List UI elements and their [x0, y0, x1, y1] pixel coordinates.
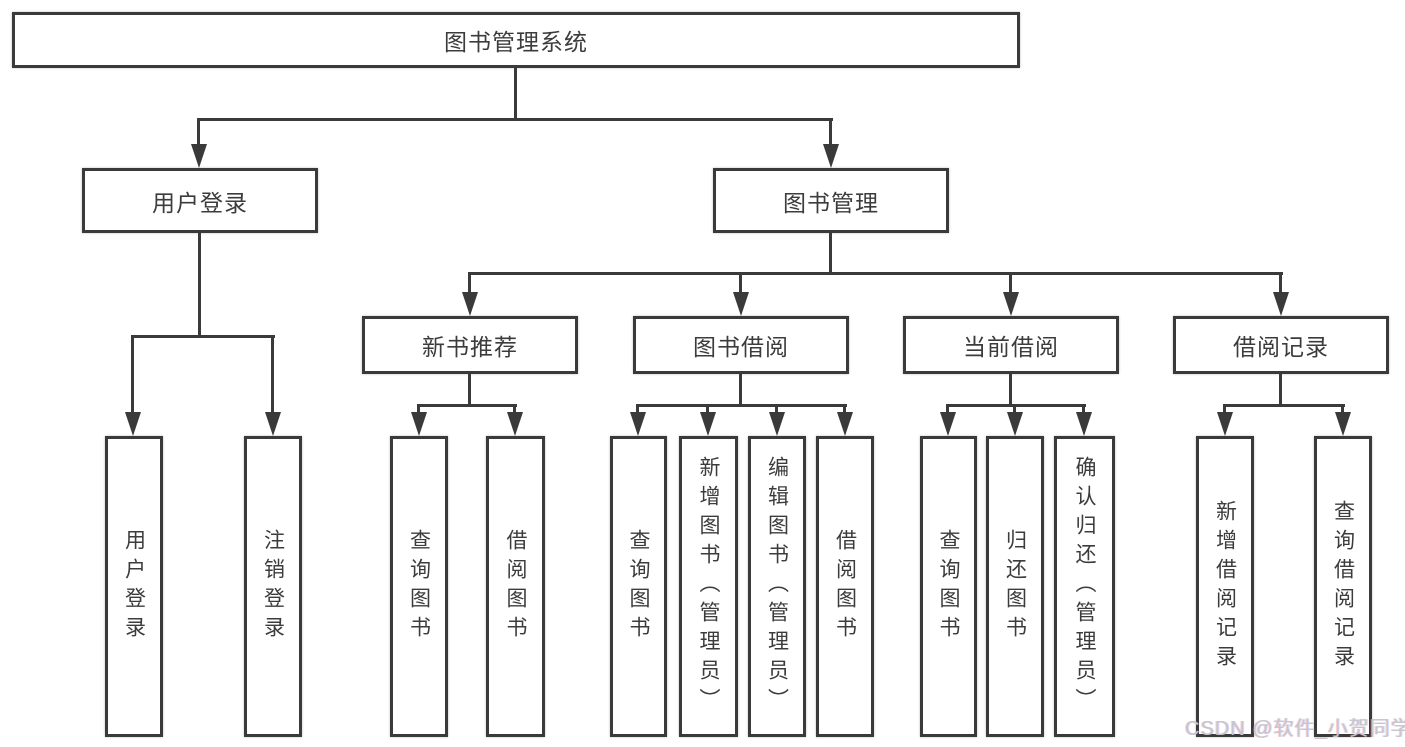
connector-line [739, 374, 742, 406]
leaf-borrow-books: 借阅图书 [816, 436, 874, 737]
connector-line [1279, 374, 1282, 406]
connector-line [131, 335, 275, 338]
leaf-add-borrow-record: 新增借阅记录 [1196, 436, 1254, 737]
connector-line [417, 404, 420, 418]
connector-line [1279, 272, 1282, 298]
leaf-user-login-label: 用户登录 [122, 528, 146, 645]
arrow-down-icon [125, 412, 141, 436]
leaf-query-books-borrowing: 查询图书 [610, 436, 667, 737]
node-book-management-label: 图书管理 [783, 189, 879, 216]
arrow-down-icon [837, 412, 853, 436]
arrow-down-icon [630, 412, 646, 436]
connector-line [843, 404, 846, 418]
leaf-logout-label: 注销登录 [261, 528, 285, 645]
connector-line [829, 118, 832, 150]
connector-line [514, 68, 517, 120]
arrow-down-icon [1335, 412, 1351, 436]
connector-line [271, 335, 274, 419]
leaf-query-books-recommend-label: 查询图书 [407, 528, 431, 645]
leaf-query-borrow-record-label: 查询借阅记录 [1331, 499, 1355, 674]
leaf-query-books-borrowing-label: 查询图书 [627, 528, 650, 645]
leaf-add-books-admin-label: 新增图书（管理员） [697, 456, 720, 717]
leaf-query-borrow-record: 查询借阅记录 [1314, 436, 1372, 737]
leaf-add-borrow-record-label: 新增借阅记录 [1213, 499, 1237, 674]
connector-line [706, 404, 709, 418]
arrow-down-icon [1003, 292, 1019, 316]
leaf-logout: 注销登录 [244, 436, 302, 737]
arrow-down-icon [769, 412, 785, 436]
arrow-down-icon [1076, 412, 1092, 436]
leaf-query-books-current-label: 查询图书 [937, 528, 960, 645]
node-user-login: 用户登录 [82, 168, 318, 233]
leaf-return-books: 归还图书 [986, 436, 1044, 737]
arrow-down-icon [700, 412, 716, 436]
connector-line [131, 335, 134, 419]
leaf-borrow-books-recommend: 借阅图书 [486, 436, 545, 737]
connector-line [1009, 272, 1012, 298]
leaf-confirm-return-admin-label: 确认归还（管理员） [1073, 456, 1096, 717]
connector-line [513, 404, 516, 418]
connector-line [197, 118, 200, 150]
leaf-user-login: 用户登录 [105, 436, 163, 737]
connector-line [946, 404, 1086, 407]
arrow-down-icon [462, 292, 478, 316]
connector-line [468, 272, 1283, 275]
node-current-borrowing-label: 当前借阅 [963, 334, 1059, 360]
connector-line [417, 404, 517, 407]
connector-line [468, 374, 471, 406]
node-book-borrowing-label: 图书借阅 [693, 334, 789, 360]
leaf-borrow-books-recommend-label: 借阅图书 [504, 528, 527, 645]
node-user-login-label: 用户登录 [152, 189, 248, 216]
connector-line [1223, 404, 1345, 407]
connector-line [636, 404, 847, 407]
node-root: 图书管理系统 [12, 12, 1020, 68]
arrow-down-icon [1007, 412, 1023, 436]
connector-line [198, 233, 201, 337]
node-borrowing-records-label: 借阅记录 [1233, 334, 1329, 360]
node-book-borrowing: 图书借阅 [633, 316, 849, 374]
node-new-book-recommendation: 新书推荐 [362, 316, 578, 374]
node-root-label: 图书管理系统 [444, 29, 588, 55]
arrow-down-icon [507, 412, 523, 436]
arrow-down-icon [940, 412, 956, 436]
arrow-down-icon [823, 144, 839, 168]
leaf-borrow-books-label: 借阅图书 [833, 528, 857, 645]
connector-line [829, 233, 832, 275]
node-new-book-recommendation-label: 新书推荐 [422, 334, 518, 360]
arrow-down-icon [265, 412, 281, 436]
connector-line [775, 404, 778, 418]
connector-line [1082, 404, 1085, 418]
connector-line [1013, 404, 1016, 418]
leaf-add-books-admin: 新增图书（管理员） [679, 436, 738, 737]
node-book-management: 图书管理 [713, 168, 949, 233]
leaf-confirm-return-admin: 确认归还（管理员） [1054, 436, 1115, 737]
connector-line [1009, 374, 1012, 406]
connector-line [1341, 404, 1344, 418]
connector-line [468, 272, 471, 298]
connector-line [946, 404, 949, 418]
arrow-down-icon [1273, 292, 1289, 316]
node-borrowing-records: 借阅记录 [1173, 316, 1389, 374]
connector-line [1223, 404, 1226, 418]
leaf-query-books-current: 查询图书 [920, 436, 977, 737]
arrow-down-icon [1217, 412, 1233, 436]
arrow-down-icon [733, 292, 749, 316]
leaf-edit-books-admin-label: 编辑图书（管理员） [765, 456, 789, 717]
connector-line [739, 272, 742, 298]
leaf-return-books-label: 归还图书 [1003, 528, 1027, 645]
csdn-watermark: CSDN @软件_小贺同学 [1185, 718, 1405, 740]
arrow-down-icon [191, 144, 207, 168]
connector-line [197, 118, 833, 121]
arrow-down-icon [411, 412, 427, 436]
connector-line [636, 404, 639, 418]
node-current-borrowing: 当前借阅 [903, 316, 1119, 374]
leaf-edit-books-admin: 编辑图书（管理员） [748, 436, 806, 737]
leaf-query-books-recommend: 查询图书 [390, 436, 448, 737]
